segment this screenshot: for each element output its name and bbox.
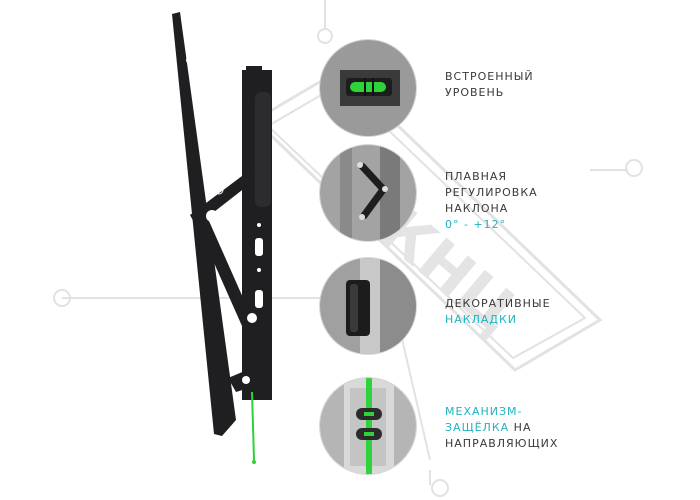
tilt-range: 0° - +12° [445, 218, 507, 231]
feature-line: РЕГУЛИРОВКА [445, 186, 538, 199]
feature-line: ПЛАВНАЯ [445, 170, 508, 183]
feature-circle-latch [320, 378, 416, 474]
feature-line: 0° - +12° [445, 217, 538, 233]
feature-line: НАПРАВЛЯЮЩИХ [445, 437, 559, 450]
tv-mount-illustration: ONKRON [172, 12, 272, 464]
feature-text-latch: МЕХАНИЗМ- ЗАЩЁЛКА НА НАПРАВЛЯЮЩИХ [445, 404, 558, 452]
feature-line: ЗАЩЁЛКА НА [445, 421, 532, 434]
feature-text-covers: ДЕКОРАТИВНЫЕ НАКЛАДКИ [445, 296, 551, 328]
feature-line: НАКЛАДКИ [445, 313, 518, 326]
feature-line: УРОВЕНЬ [445, 86, 505, 99]
feature-text-level: ВСТРОЕННЫЙ УРОВЕНЬ [445, 69, 534, 101]
feature-circle-level [320, 40, 416, 136]
feature-circle-tilt [320, 145, 416, 241]
feature-line: МЕХАНИЗМ- [445, 405, 523, 418]
feature-circle-covers [320, 258, 416, 354]
feature-text-tilt: ПЛАВНАЯ РЕГУЛИРОВКА НАКЛОНА 0° - +12° [445, 169, 538, 233]
feature-line: ВСТРОЕННЫЙ [445, 70, 534, 83]
feature-line: НАКЛОНА [445, 202, 509, 215]
feature-line: ДЕКОРАТИВНЫЕ [445, 297, 551, 310]
